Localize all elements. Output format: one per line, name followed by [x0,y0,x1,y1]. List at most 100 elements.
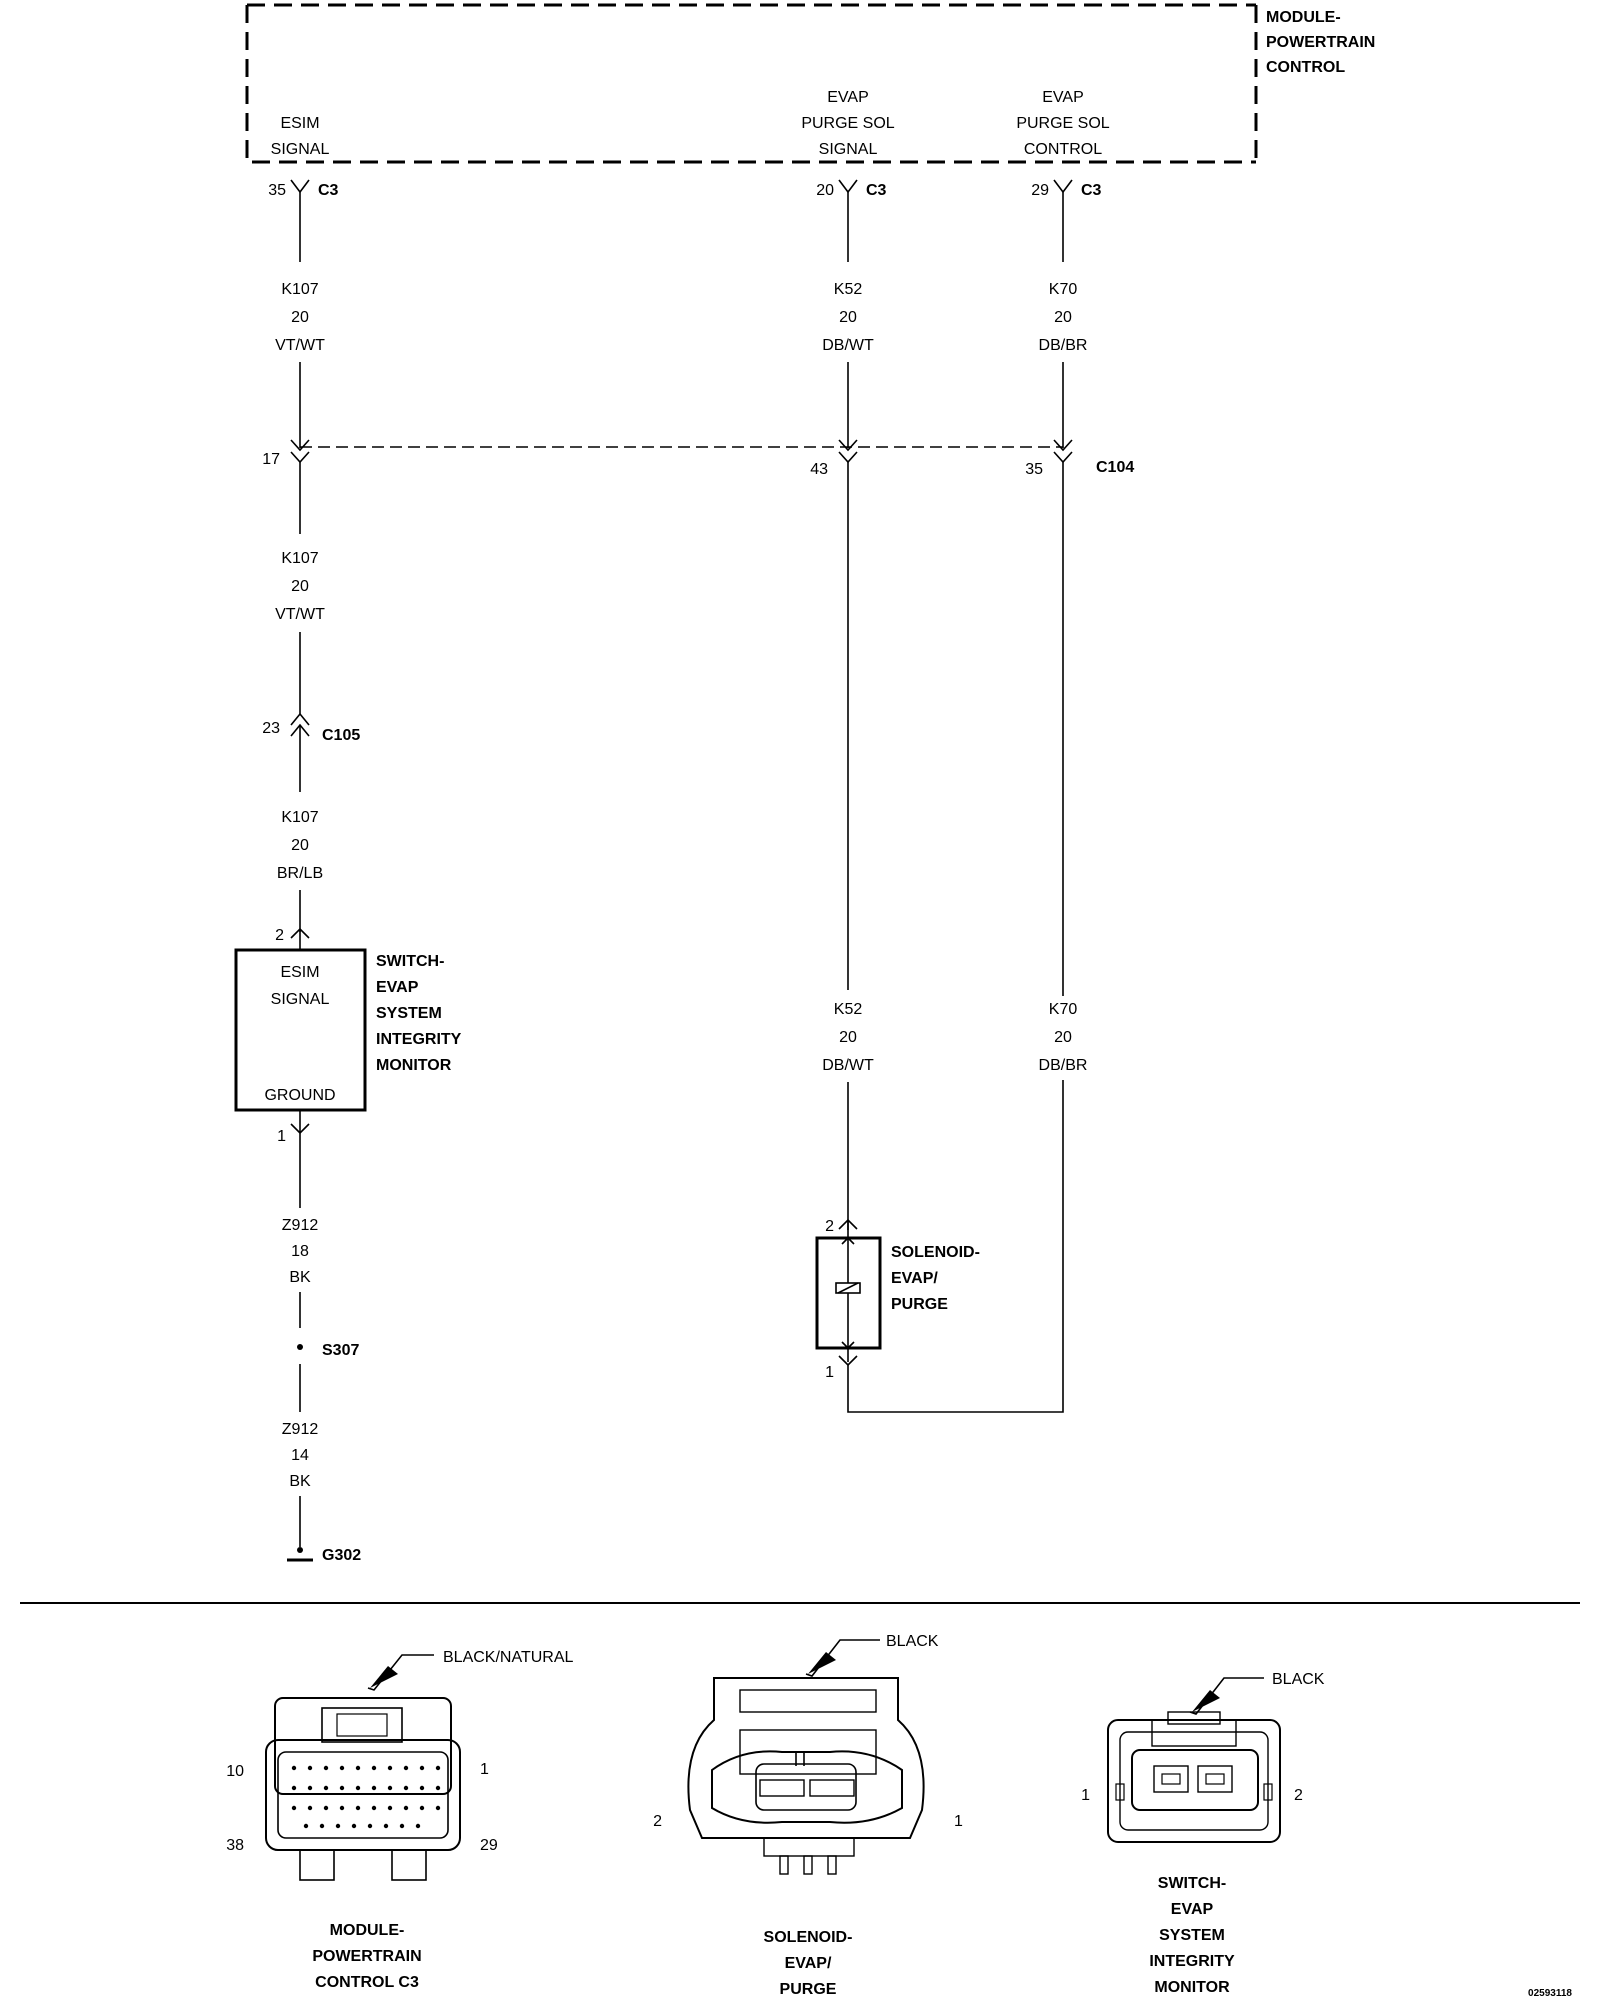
svg-text:BR/LB: BR/LB [277,865,323,882]
solenoid-pin-2: 2 [825,1218,858,1235]
svg-text:18: 18 [291,1243,309,1260]
pin-cavity [323,1785,329,1791]
svg-text:C105: C105 [322,727,360,744]
figure-id: 02593118 [1528,1988,1572,1999]
pin-cavity [435,1805,441,1811]
svg-text:C3: C3 [318,182,339,199]
pin-cavity [303,1823,309,1829]
svg-text:EVAP/: EVAP/ [891,1270,938,1287]
wire-label-k107-low: K107 20 BR/LB [277,809,323,882]
connector-view-solenoid: BLACK 2 1 SOLENOID- EVAP/ PURGE [653,1633,963,1998]
svg-text:20: 20 [839,1029,857,1046]
pin-cavity [435,1765,441,1771]
svg-text:Z912: Z912 [282,1421,319,1438]
pin-cavity [419,1765,425,1771]
switch-pin-2: 2 [275,927,310,944]
svg-text:20: 20 [291,837,309,854]
svg-text:PURGE SOL: PURGE SOL [1016,115,1109,132]
pin-cavity [351,1823,357,1829]
svg-text:DB/WT: DB/WT [822,337,874,354]
svg-text:SIGNAL: SIGNAL [271,991,330,1008]
svg-text:10: 10 [226,1763,244,1780]
pin-cavity [319,1823,325,1829]
pin-cavity [419,1805,425,1811]
pin-cavity [339,1765,345,1771]
pin-cavity [335,1823,341,1829]
svg-text:2: 2 [275,927,284,944]
svg-text:ESIM: ESIM [280,115,319,132]
svg-text:C3: C3 [1081,182,1102,199]
svg-text:C3: C3 [866,182,887,199]
svg-text:MONITOR: MONITOR [376,1057,452,1074]
pin-cavity [323,1805,329,1811]
wire-label-k107-top: K107 20 VT/WT [275,281,325,354]
svg-text:35: 35 [1025,461,1043,478]
switch-title: SWITCH- EVAP SYSTEM INTEGRITY MONITOR [376,953,462,1074]
svg-text:K107: K107 [281,281,318,298]
svg-text:SIGNAL: SIGNAL [271,141,330,158]
svg-text:20: 20 [1054,1029,1072,1046]
svg-text:1: 1 [825,1364,834,1381]
svg-text:EVAP: EVAP [1042,89,1084,106]
pin-cavity [371,1805,377,1811]
solenoid-pin-1: 1 [825,1355,858,1381]
pcm-pin-evap-purge-control: EVAP PURGE SOL CONTROL [1016,89,1109,158]
pcm-title: MODULE- POWERTRAIN CONTROL [1266,9,1375,76]
svg-text:MONITOR: MONITOR [1154,1979,1230,1996]
pin-cavity [399,1823,405,1829]
svg-text:K70: K70 [1049,1001,1078,1018]
svg-text:K107: K107 [281,809,318,826]
wire-label-k70-low: K70 20 DB/BR [1039,1001,1088,1074]
svg-text:K52: K52 [834,281,863,298]
svg-text:38: 38 [226,1837,244,1854]
svg-text:VT/WT: VT/WT [275,606,325,623]
svg-text:CONTROL C3: CONTROL C3 [315,1974,419,1991]
pin-cavity [291,1805,297,1811]
svg-text:BLACK/NATURAL: BLACK/NATURAL [443,1649,574,1666]
pin-cavity [371,1765,377,1771]
svg-text:1: 1 [480,1761,489,1778]
c104-pin-43: 43 [810,439,858,478]
svg-text:K70: K70 [1049,281,1078,298]
svg-text:GROUND: GROUND [264,1087,335,1104]
svg-text:2: 2 [1294,1787,1303,1804]
wire-label-k52-top: K52 20 DB/WT [822,281,874,354]
c3-pin-20: 20 C3 [816,179,887,199]
pin-cavity [323,1765,329,1771]
svg-text:BLACK: BLACK [1272,1671,1325,1688]
svg-text:POWERTRAIN: POWERTRAIN [312,1948,421,1965]
svg-text:1: 1 [1081,1787,1090,1804]
wire-label-z912-b: Z912 14 BK [282,1421,319,1490]
pin-cavity [371,1785,377,1791]
svg-text:20: 20 [839,309,857,326]
svg-text:DB/BR: DB/BR [1039,1057,1088,1074]
pin-cavity [419,1785,425,1791]
pin-cavity [355,1805,361,1811]
ground-g302: G302 [287,1547,361,1564]
svg-text:PURGE: PURGE [780,1981,837,1998]
svg-text:C104: C104 [1096,459,1134,476]
svg-text:MODULE-: MODULE- [330,1922,405,1939]
svg-text:SYSTEM: SYSTEM [376,1005,442,1022]
svg-text:CONTROL: CONTROL [1266,59,1345,76]
svg-text:K52: K52 [834,1001,863,1018]
svg-text:17: 17 [262,451,280,468]
svg-text:EVAP: EVAP [376,979,419,996]
svg-text:MODULE-: MODULE- [1266,9,1341,26]
svg-text:ESIM: ESIM [280,964,319,981]
solenoid-evap-purge-box [815,1236,882,1350]
svg-text:BLACK: BLACK [886,1633,939,1650]
svg-text:POWERTRAIN: POWERTRAIN [1266,34,1375,51]
svg-text:PURGE SOL: PURGE SOL [801,115,894,132]
solenoid-title: SOLENOID- EVAP/ PURGE [891,1244,980,1313]
pin-cavity [291,1765,297,1771]
svg-text:35: 35 [268,182,286,199]
wire-label-k52-low: K52 20 DB/WT [822,1001,874,1074]
c104-pin-35: 35 C104 [1025,439,1134,478]
c105-pin-23: 23 C105 [262,712,360,744]
svg-text:EVAP: EVAP [827,89,869,106]
pin-cavity [403,1765,409,1771]
connector-view-pcm-c3: BLACK/NATURAL 10 1 38 29 MODULE- POWERTR… [226,1649,573,1991]
svg-text:DB/BR: DB/BR [1039,337,1088,354]
